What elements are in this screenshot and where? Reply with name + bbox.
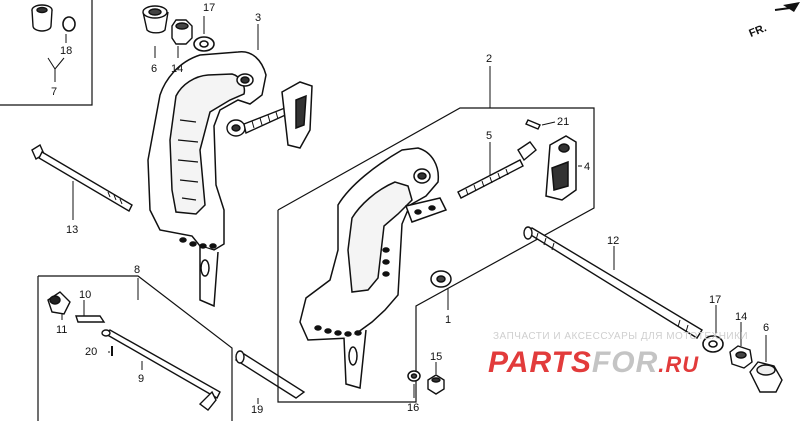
front-direction-indicator bbox=[774, 2, 800, 12]
inset-box-7 bbox=[0, 0, 93, 106]
clamp-handle-right bbox=[545, 135, 577, 201]
hex-nut-icon bbox=[171, 19, 193, 45]
part-number-14-right: 14 bbox=[735, 311, 747, 323]
hex-nut-icon bbox=[729, 345, 753, 369]
part-number-13: 13 bbox=[66, 224, 78, 236]
watermark: ЗАПЧАСТИ И АКСЕССУАРЫ ДЛЯ МОТОТЕХНИКИ PA… bbox=[488, 331, 748, 379]
part-number-16: 16 bbox=[407, 402, 419, 414]
part-number-19: 19 bbox=[251, 404, 263, 416]
part-number-21: 21 bbox=[557, 116, 569, 128]
part-number-4: 4 bbox=[584, 161, 590, 173]
clamp-handle-left bbox=[281, 81, 313, 149]
part-number-17-right: 17 bbox=[709, 294, 721, 306]
part-number-20: 20 bbox=[85, 346, 97, 358]
bushing-icon bbox=[31, 4, 53, 32]
leader-lines bbox=[61, 16, 767, 404]
cap-nut-icon bbox=[142, 5, 169, 34]
clamp-bracket-left bbox=[147, 51, 267, 308]
inset-box-8 bbox=[37, 275, 233, 421]
through-bolt-12 bbox=[523, 226, 703, 339]
part-number-9: 9 bbox=[138, 373, 144, 385]
part-number-15: 15 bbox=[430, 351, 442, 363]
stopper-icon bbox=[47, 291, 71, 315]
clamp-screw-right bbox=[457, 141, 537, 199]
part-number-3: 3 bbox=[255, 12, 261, 24]
part-number-6: 6 bbox=[151, 63, 157, 75]
part-number-11: 11 bbox=[56, 324, 67, 336]
part-number-2: 2 bbox=[486, 53, 492, 65]
direction-label: FR. bbox=[747, 22, 768, 40]
o-ring-icon bbox=[62, 16, 76, 32]
plate-icon bbox=[75, 315, 106, 323]
part-number-7: 7 bbox=[51, 86, 57, 98]
long-bolt-13 bbox=[31, 143, 133, 212]
clamp-screw-left bbox=[226, 105, 293, 137]
pin-icon bbox=[525, 119, 541, 130]
section-box-2 bbox=[277, 107, 595, 403]
hex-bolt-icon bbox=[427, 374, 445, 395]
part-number-10: 10 bbox=[79, 289, 91, 301]
watermark-caption: ЗАПЧАСТИ И АКСЕССУАРЫ ДЛЯ МОТОТЕХНИКИ bbox=[493, 331, 748, 342]
part-number-17: 17 bbox=[203, 2, 215, 14]
part-labels: FR. 18 7 6 14 17 3 13 8 10 11 20 9 19 2 … bbox=[51, 2, 769, 416]
washer-icon bbox=[193, 36, 215, 52]
clamp-bracket-right bbox=[299, 147, 448, 389]
washer-icon bbox=[430, 270, 452, 288]
cap-nut-icon bbox=[749, 361, 783, 393]
tilt-lever-rod bbox=[101, 329, 221, 411]
watermark-brand-red: PARTS bbox=[488, 346, 592, 379]
watermark-brand-suffix: .RU bbox=[658, 352, 699, 377]
watermark-brand: PARTSFOR.RU bbox=[488, 346, 699, 379]
washer-icon bbox=[407, 370, 421, 382]
part-number-1: 1 bbox=[445, 314, 451, 326]
part-number-8: 8 bbox=[134, 264, 140, 276]
part-number-14: 14 bbox=[171, 63, 183, 75]
sleeve-tube-19 bbox=[234, 350, 306, 399]
part-number-12: 12 bbox=[607, 235, 619, 247]
watermark-brand-grey: FOR bbox=[592, 346, 658, 379]
part-number-18: 18 bbox=[60, 45, 72, 57]
part-number-6-right: 6 bbox=[763, 322, 769, 334]
washer-icon bbox=[702, 335, 724, 353]
part-number-5: 5 bbox=[486, 130, 492, 142]
